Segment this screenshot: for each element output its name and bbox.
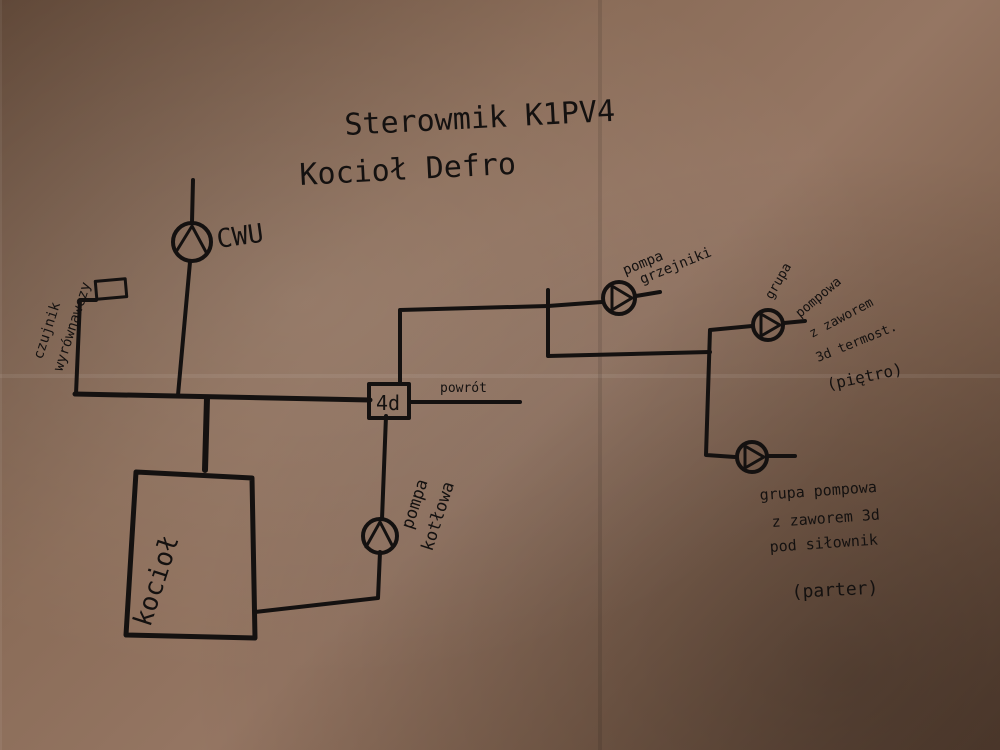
- upper-group-pump-icon: [751, 308, 785, 342]
- sensor-flag-icon: [93, 277, 129, 301]
- upper-group-out: [782, 319, 807, 325]
- boiler-return-pipe: [253, 550, 382, 614]
- sensor-pipe: [74, 298, 98, 396]
- four-way-valve: [367, 382, 411, 420]
- floor-branch-pipe: [704, 324, 754, 459]
- heating-pump-icon: [601, 280, 637, 316]
- cwu-label: CWU: [215, 219, 266, 255]
- manifold-vertical: [546, 288, 712, 358]
- boiler-label: kocioł: [128, 532, 186, 631]
- title-line-1: Sterowmik K1PV4: [344, 94, 616, 143]
- lower-group-label-1: grupa pompowa: [759, 478, 877, 504]
- sensor-label-2: wyrównawczy: [51, 280, 95, 373]
- lower-group-label-4: (parter): [791, 577, 879, 603]
- upper-group-label-1: grupa: [762, 261, 795, 302]
- main-pipe: [72, 391, 373, 403]
- return-label: powrót: [440, 381, 487, 396]
- boiler-pump-pipe: [380, 414, 388, 521]
- lower-group-label-3: pod siłownik: [769, 530, 878, 556]
- heating-pump-out: [634, 290, 662, 298]
- boiler-pump-icon: [361, 517, 399, 555]
- valve-label: 4d: [376, 391, 400, 415]
- supply-pipe: [398, 304, 550, 386]
- cwu-pipe: [176, 178, 195, 397]
- cwu-pump-icon: [171, 221, 213, 263]
- title-line-2: Kocioł Defro: [299, 147, 517, 193]
- lower-group-pump-icon: [735, 440, 769, 474]
- boiler: [123, 469, 258, 641]
- heating-pump-pipe: [546, 300, 604, 308]
- boiler-feed-pipe: [202, 395, 210, 473]
- lower-group-label-2: z zaworem 3d: [771, 505, 880, 531]
- upper-group-label-5: (piętro): [825, 359, 904, 394]
